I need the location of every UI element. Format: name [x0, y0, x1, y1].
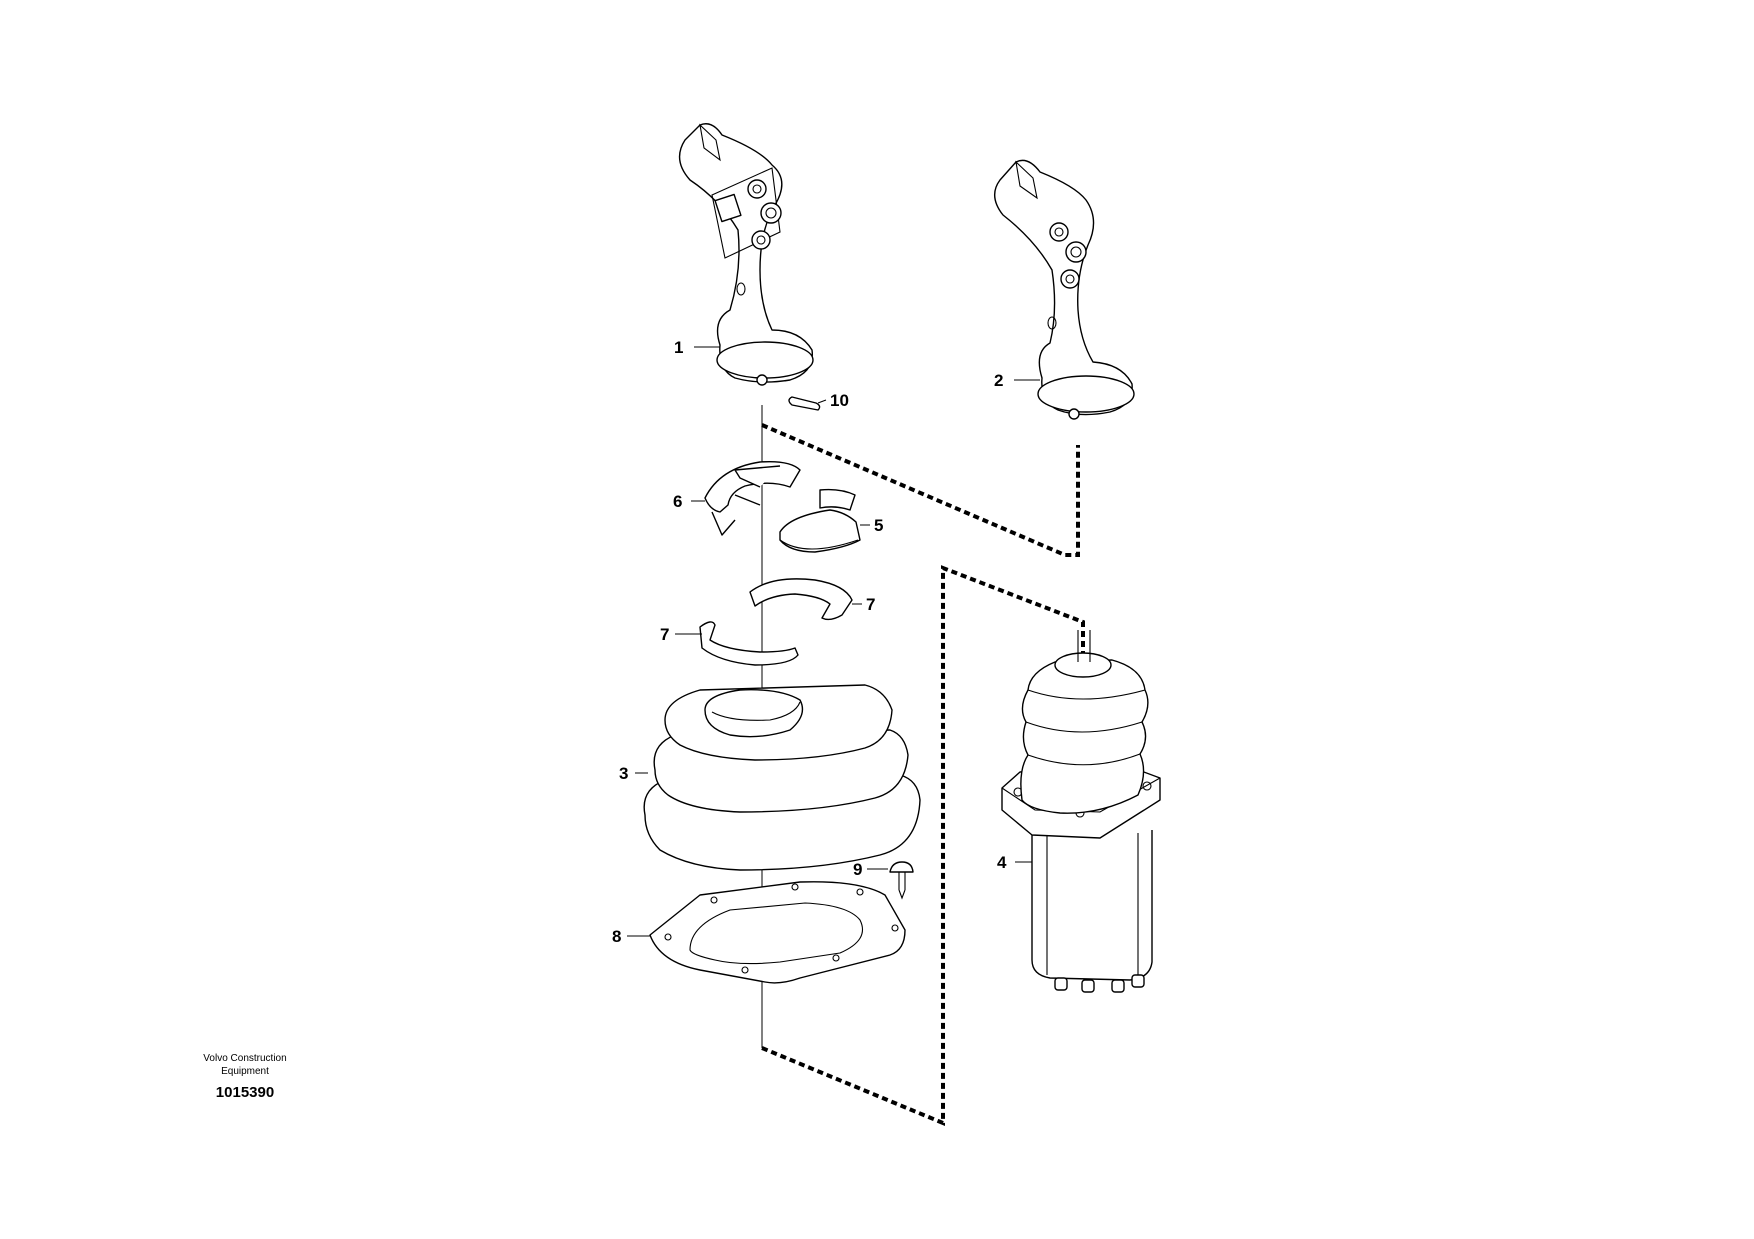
callout-10: 10 — [830, 391, 849, 410]
gasket-part-8 — [649, 881, 906, 984]
clamp-ring-part-7-right — [749, 578, 853, 621]
callout-4: 4 — [997, 853, 1007, 872]
illustration-number: 1015390 — [215, 1084, 275, 1101]
caption-line-1: Volvo Construction — [203, 1053, 287, 1064]
callout-1: 1 — [674, 338, 683, 357]
callout-labels: 1 2 3 4 5 6 7 7 8 9 10 — [612, 338, 1007, 946]
callout-8: 8 — [612, 927, 621, 946]
clamp-ring-part-7-left — [699, 621, 799, 666]
joystick-grip-right — [994, 159, 1135, 420]
clamp-part-5 — [779, 488, 861, 553]
callout-2: 2 — [994, 371, 1003, 390]
callout-5: 5 — [874, 516, 883, 535]
pilot-valve-part-4 — [1001, 630, 1161, 993]
rivet-part-9 — [889, 861, 914, 900]
clamp-part-6 — [704, 460, 801, 536]
leader-lines — [627, 346, 1040, 937]
callout-7-left: 7 — [660, 625, 669, 644]
caption-line-2: Equipment — [221, 1066, 269, 1077]
callout-3: 3 — [619, 764, 628, 783]
callout-9: 9 — [853, 860, 862, 879]
rubber-boot-part-3 — [643, 684, 921, 871]
pin-part-10 — [788, 396, 821, 411]
callout-7-right: 7 — [866, 595, 875, 614]
joystick-grip-left — [678, 123, 814, 386]
publisher-caption: Volvo Construction Equipment 1015390 — [190, 1052, 300, 1101]
callout-6: 6 — [673, 492, 682, 511]
